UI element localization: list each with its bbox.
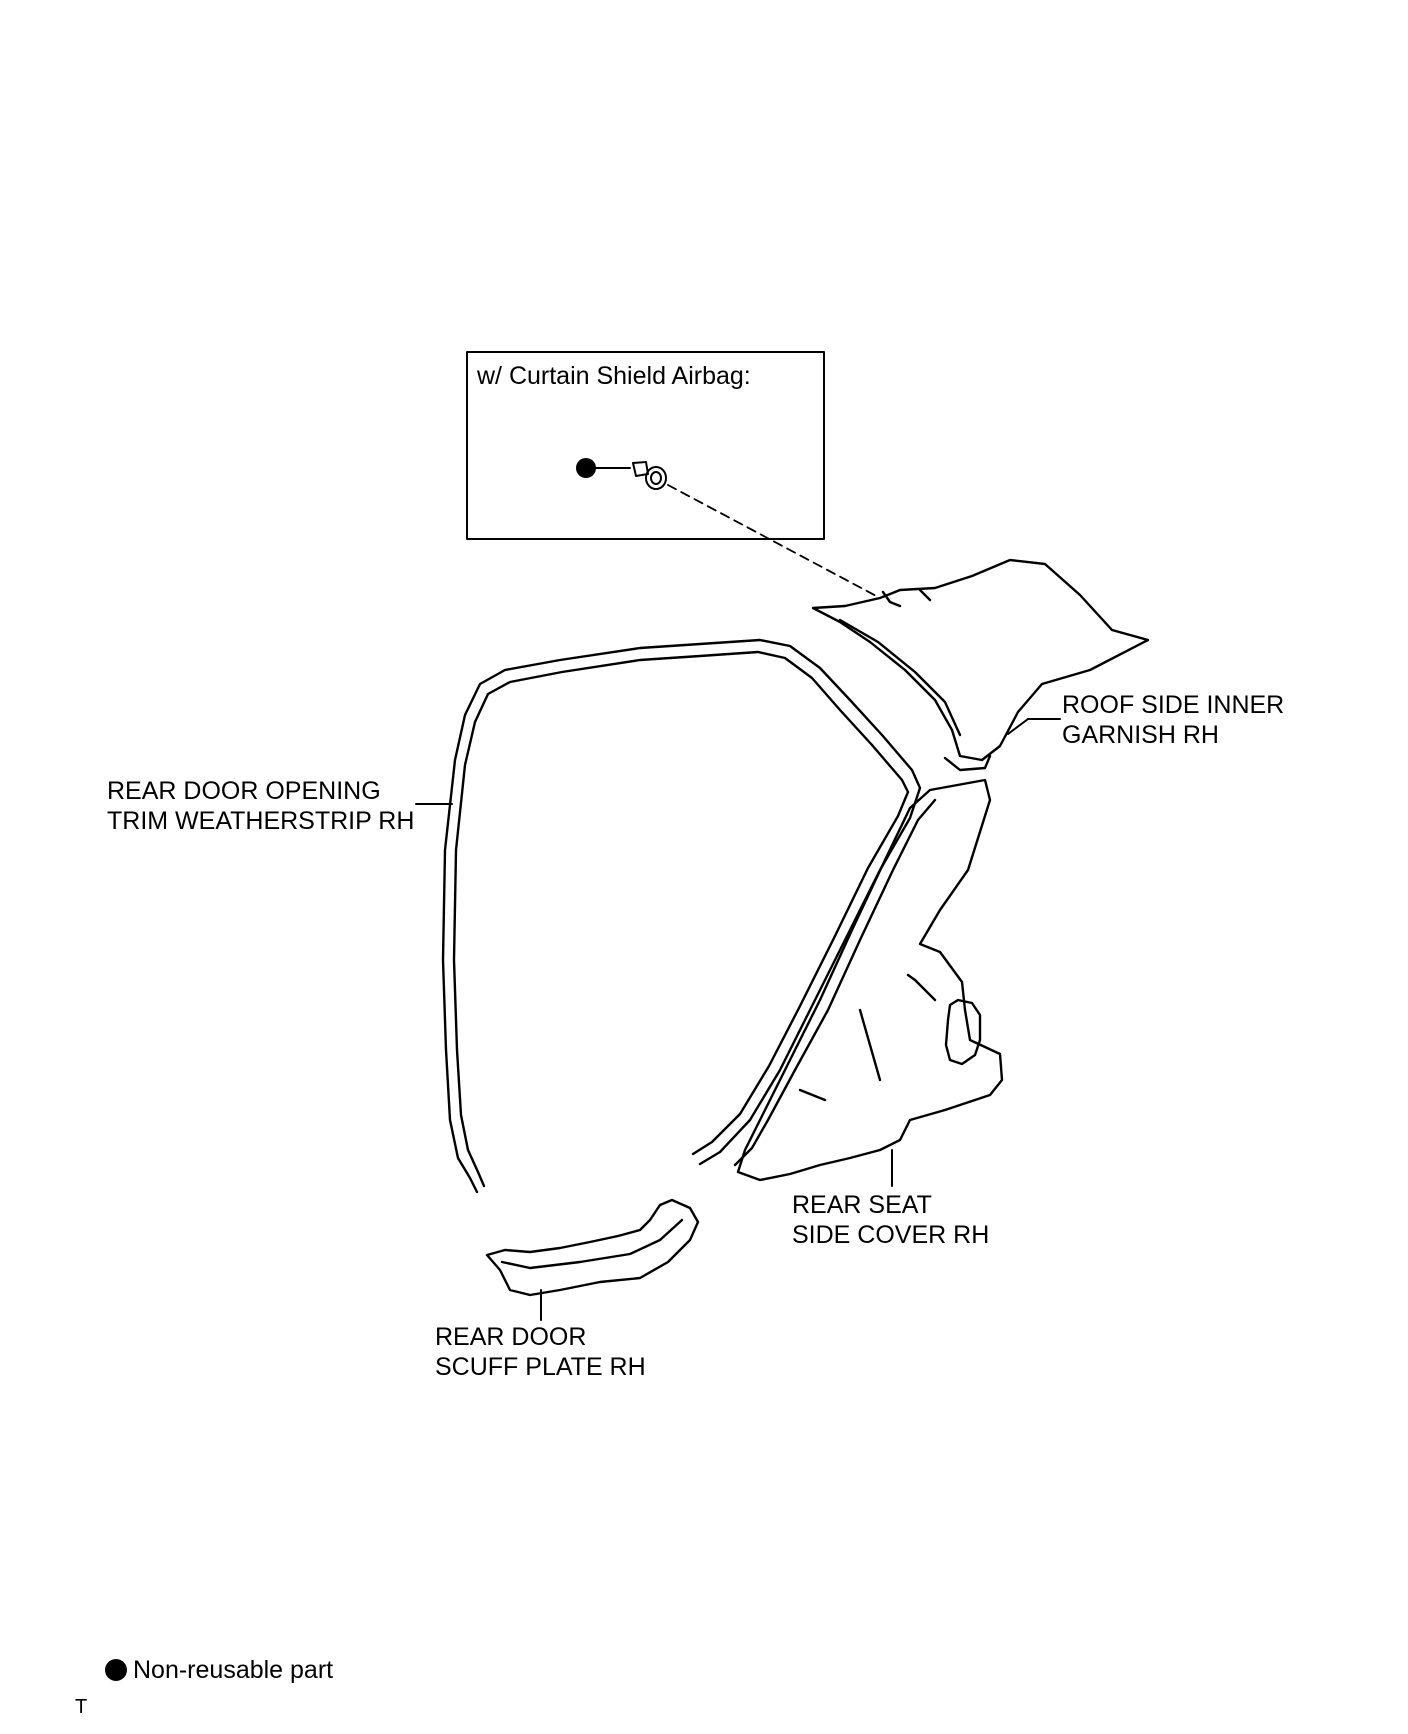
rear-door-opening-trim-weatherstrip: [441, 638, 922, 1194]
label-rear-seat-side-cover: REAR SEAT SIDE COVER RH: [792, 1190, 989, 1250]
label-line-2: SIDE COVER RH: [792, 1221, 990, 1249]
label-rear-door-scuff-plate: REAR DOOR SCUFF PLATE RH: [435, 1322, 646, 1382]
leader-lines: [415, 718, 1061, 1321]
label-roof-side-inner-garnish: ROOF SIDE INNER GARNISH RH: [1062, 690, 1284, 750]
legend: Non-reusable part: [105, 1654, 333, 1685]
non-reusable-dot: [576, 458, 596, 478]
label-line-2: SCUFF PLATE RH: [435, 1353, 646, 1381]
rear-door-scuff-plate: [485, 1198, 700, 1297]
roof-side-inner-garnish: [811, 558, 1150, 772]
label-line-2: GARNISH RH: [1062, 721, 1219, 749]
rear-seat-side-cover: [733, 778, 1004, 1182]
corner-mark: T: [75, 1696, 88, 1718]
label-line-1: REAR DOOR OPENING: [107, 777, 381, 805]
clip-icon: [632, 461, 667, 490]
legend-text: Non-reusable part: [133, 1656, 334, 1685]
label-rear-door-opening-trim-weatherstrip: REAR DOOR OPENING TRIM WEATHERSTRIP RH: [107, 776, 414, 836]
label-line-1: REAR DOOR: [435, 1323, 587, 1351]
inset-title: w/ Curtain Shield Airbag:: [477, 362, 751, 390]
non-reusable-dot-icon: [105, 1659, 127, 1682]
dashed-leader: [667, 484, 881, 599]
label-line-2: TRIM WEATHERSTRIP RH: [107, 807, 415, 835]
label-line-1: ROOF SIDE INNER: [1062, 691, 1285, 719]
label-line-1: REAR SEAT: [792, 1191, 932, 1219]
inset-box: [466, 351, 825, 540]
